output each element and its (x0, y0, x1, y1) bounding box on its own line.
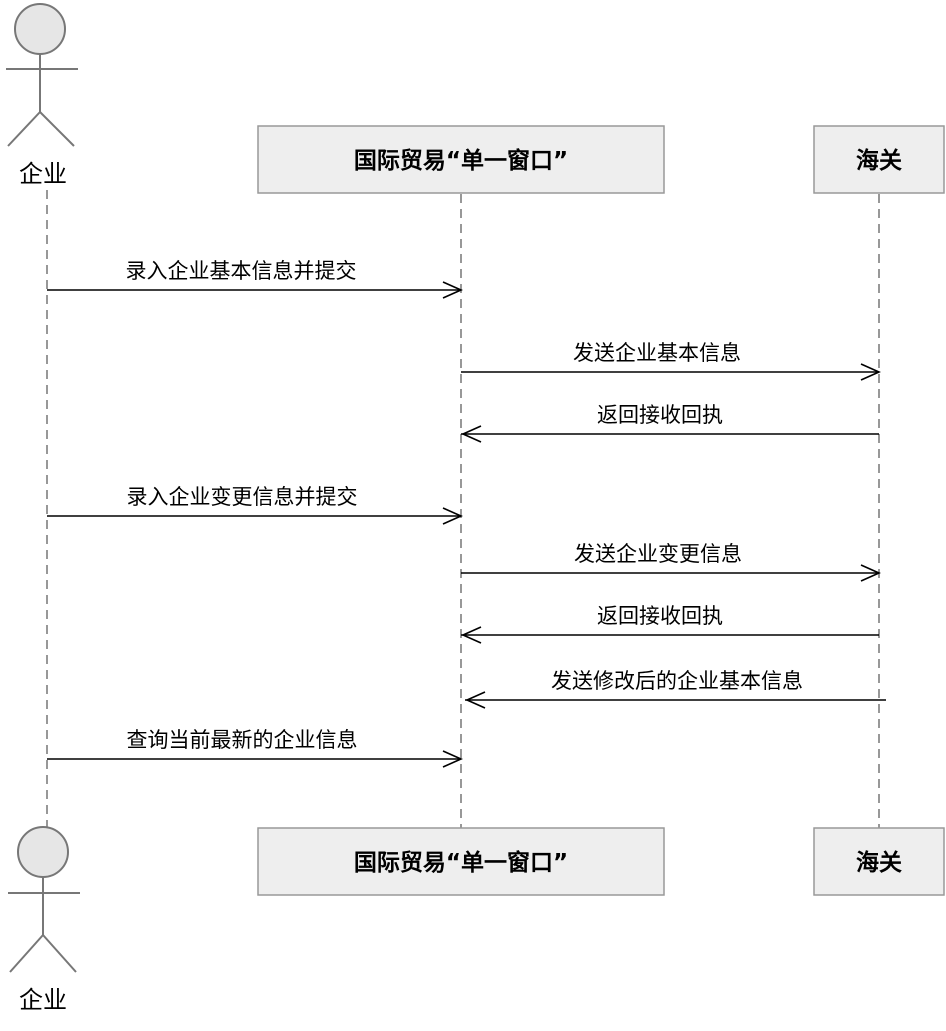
arrowhead (442, 507, 463, 525)
message-label: 发送企业变更信息 (574, 542, 742, 566)
message-label: 返回接收回执 (597, 604, 723, 628)
arrowhead (461, 626, 482, 644)
actor-top: 企业 (6, 3, 78, 188)
actor-head (14, 3, 66, 55)
message-8: 查询当前最新的企业信息 (47, 728, 463, 768)
arrowhead (442, 281, 463, 299)
participant-customs-top: 海关 (813, 125, 945, 194)
arrowhead (860, 564, 881, 582)
actor-label-bottom: 企业 (19, 986, 67, 1014)
arrowhead (465, 691, 486, 709)
participant-customs-bottom: 海关 (813, 827, 945, 896)
message-7: 发送修改后的企业基本信息 (465, 669, 886, 709)
participant-window-label-bottom: 国际贸易“单一窗口” (354, 849, 568, 876)
message-label: 发送企业基本信息 (573, 341, 741, 365)
participant-window-label-top: 国际贸易“单一窗口” (354, 147, 568, 174)
message-5: 发送企业变更信息 (461, 542, 881, 582)
message-2: 发送企业基本信息 (461, 341, 881, 381)
actor-bottom: 企业 (8, 826, 80, 1014)
message-label: 查询当前最新的企业信息 (127, 728, 358, 752)
message-label: 录入企业基本信息并提交 (126, 259, 357, 283)
message-6: 返回接收回执 (461, 604, 879, 644)
participant-window-bottom: 国际贸易“单一窗口” (257, 827, 665, 896)
participant-window-top: 国际贸易“单一窗口” (257, 125, 665, 194)
actor-head (17, 826, 69, 878)
participant-customs-label-top: 海关 (856, 147, 902, 174)
message-label: 返回接收回执 (597, 403, 723, 427)
participant-customs-label-bottom: 海关 (856, 849, 902, 876)
message-label: 录入企业变更信息并提交 (127, 485, 358, 509)
arrowhead (461, 425, 482, 443)
message-4: 录入企业变更信息并提交 (47, 485, 463, 525)
arrowhead (442, 750, 463, 768)
arrowhead (860, 363, 881, 381)
message-3: 返回接收回执 (461, 403, 879, 443)
message-label: 发送修改后的企业基本信息 (551, 669, 803, 693)
message-1: 录入企业基本信息并提交 (47, 259, 463, 299)
actor-label-top: 企业 (19, 160, 67, 188)
